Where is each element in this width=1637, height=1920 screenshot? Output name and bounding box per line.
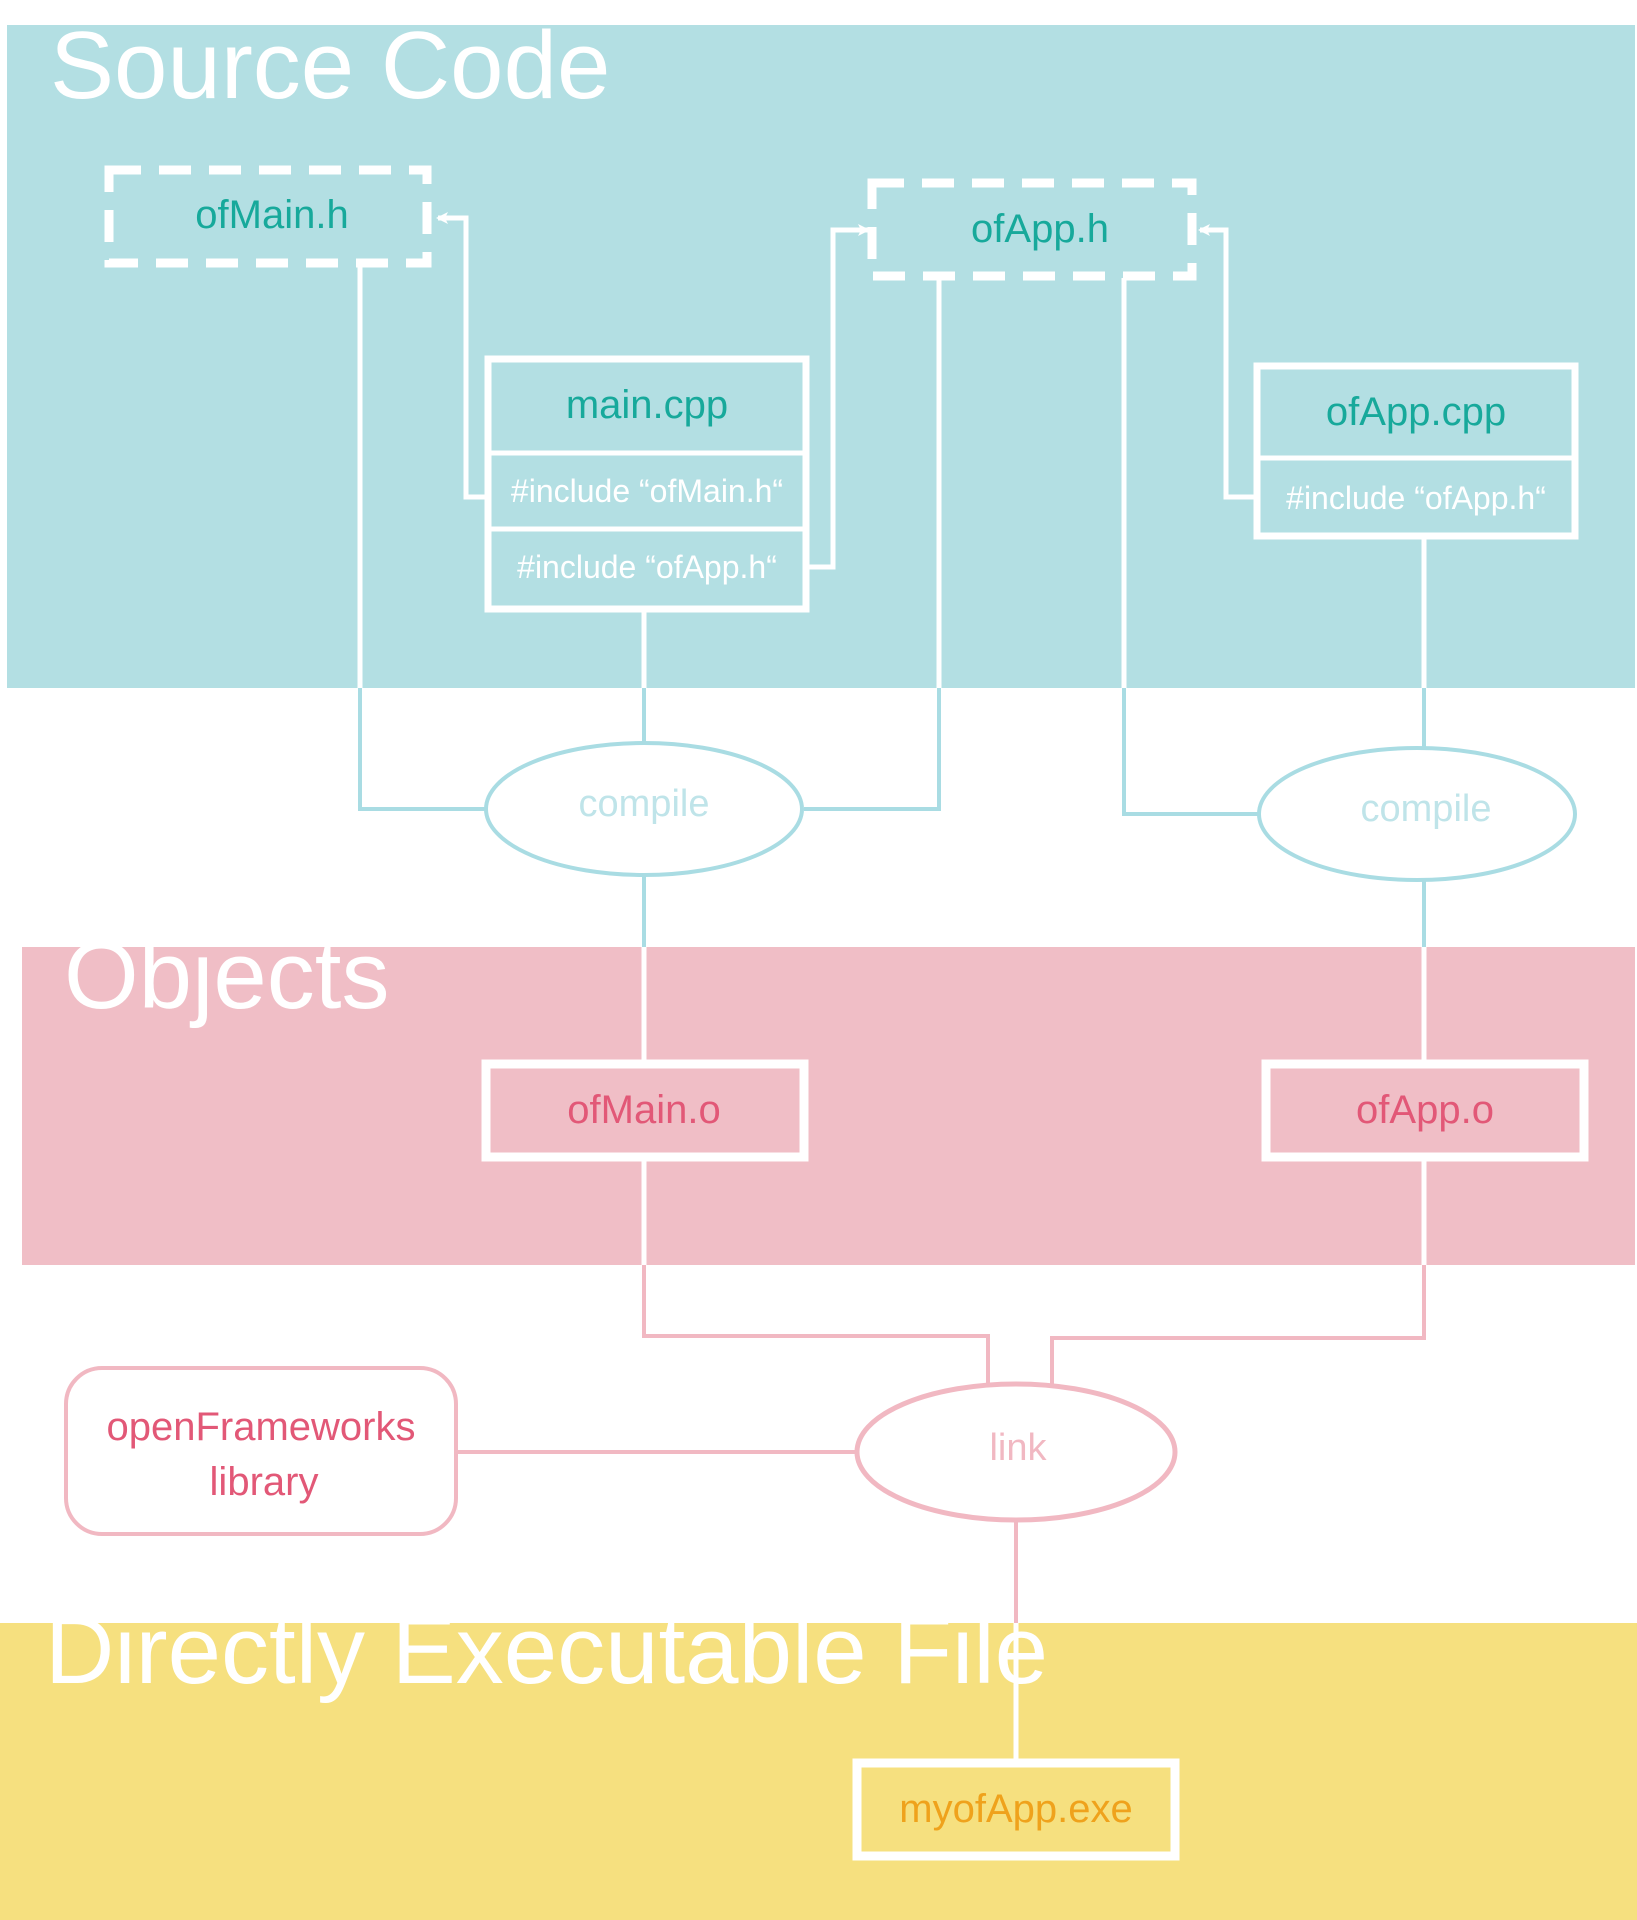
library-label-line1: openFrameworks (106, 1405, 415, 1449)
ofapp-cpp-include-ofapp: #include “ofApp.h“ (1286, 480, 1546, 516)
compile-app-ellipse[interactable] (1257, 746, 1577, 882)
objects-band (22, 947, 1635, 1265)
include-arrow-main-to-ofmain (436, 212, 488, 500)
executable-title: Directly Executable File (45, 1597, 1048, 1704)
ofapp-o-node[interactable] (1261, 1059, 1589, 1162)
ofapp-cpp-node[interactable] (1253, 362, 1579, 540)
library-label-line2: library (210, 1460, 319, 1504)
include-arrow-ofappcpp-to-ofapp (1198, 224, 1257, 500)
openframeworks-library-node[interactable] (64, 1366, 458, 1536)
source-code-band (7, 25, 1635, 688)
objects-title: Objects (64, 922, 389, 1029)
compile-main-input-right (804, 688, 941, 811)
exe-label: myofApp.exe (899, 1787, 1132, 1831)
compile-main-input-left (358, 688, 486, 811)
link-input-ofapp (1050, 1265, 1426, 1388)
ofmain-h-node[interactable] (104, 165, 432, 268)
ofapp-cpp-title: ofApp.cpp (1326, 390, 1506, 434)
link-ellipse[interactable] (854, 1381, 1178, 1523)
main-cpp-include-ofapp: #include “ofApp.h“ (517, 549, 777, 585)
source-code-title: Source Code (50, 12, 610, 119)
compile-main-label: compile (579, 783, 710, 825)
main-cpp-title: main.cpp (566, 383, 728, 427)
compile-app-label: compile (1361, 788, 1492, 830)
ofmain-o-label: ofMain.o (567, 1088, 720, 1132)
link-label: link (989, 1427, 1047, 1469)
exe-node[interactable] (852, 1758, 1180, 1861)
compile-app-input-left (1122, 688, 1260, 816)
ofapp-o-label: ofApp.o (1356, 1088, 1494, 1132)
executable-band (0, 1623, 1637, 1920)
link-input-ofmain (642, 1265, 990, 1388)
main-cpp-node[interactable] (484, 355, 810, 613)
ofmain-h-label: ofMain.h (195, 193, 348, 237)
main-cpp-include-ofmain: #include “ofMain.h“ (511, 473, 783, 509)
ofapp-h-label: ofApp.h (971, 207, 1109, 251)
ofapp-h-node[interactable] (867, 178, 1197, 281)
include-arrow-main-to-ofapp (806, 224, 870, 570)
compile-main-ellipse[interactable] (484, 741, 804, 877)
ofmain-o-node[interactable] (481, 1059, 809, 1162)
